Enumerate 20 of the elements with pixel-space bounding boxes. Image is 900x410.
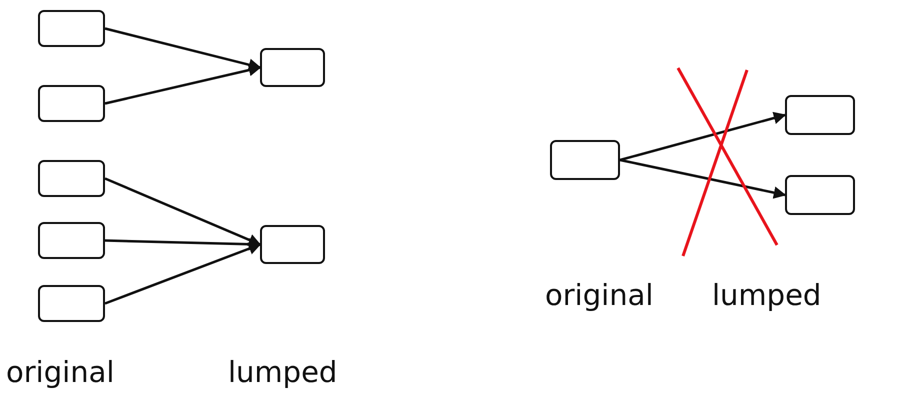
node-box: [260, 48, 325, 87]
arrow: [104, 27, 262, 71]
node-box: [785, 95, 855, 135]
node-box: [38, 222, 105, 259]
caption-label: original: [6, 355, 114, 390]
node-box: [38, 160, 105, 197]
node-box: [785, 175, 855, 215]
caption-label: lumped: [712, 278, 822, 313]
node-box: [550, 140, 620, 180]
node-box: [38, 10, 105, 47]
arrow: [104, 177, 262, 246]
caption-label: original: [545, 278, 654, 313]
caption-label: lumped: [228, 355, 338, 390]
arrow: [620, 158, 786, 199]
arrow: [620, 112, 786, 162]
arrow: [104, 242, 262, 305]
node-box: [38, 85, 105, 122]
arrow: [104, 64, 262, 105]
node-box: [260, 225, 325, 264]
node-box: [38, 285, 105, 322]
